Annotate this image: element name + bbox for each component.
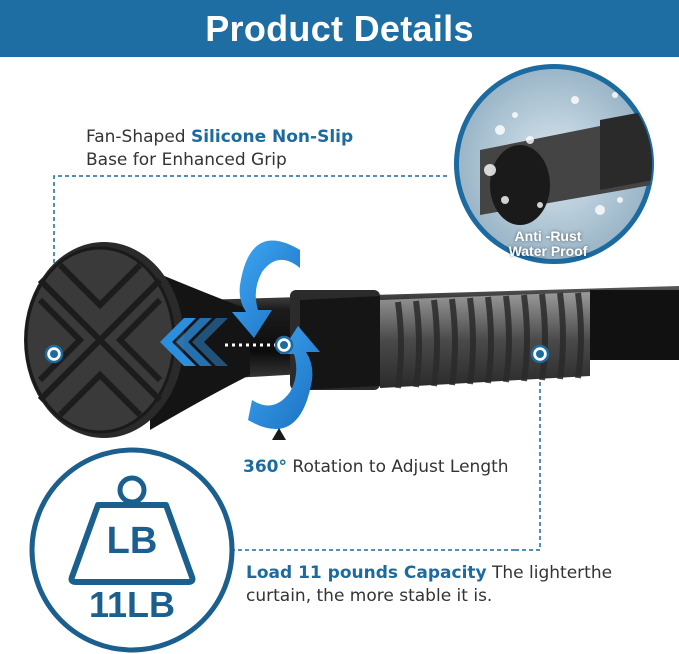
weight-capacity-icon — [29, 447, 235, 653]
callout-dots — [44, 335, 550, 364]
waterproof-detail-image — [454, 64, 654, 264]
callout-highlight: Load 11 pounds Capacity — [246, 563, 487, 583]
weight-capacity-label: 11LB — [88, 584, 176, 625]
callout-text: Fan-Shaped — [86, 127, 191, 147]
retract-arrows-icon — [160, 318, 280, 366]
badge-line-2: Water Proof — [508, 243, 588, 259]
callout-text: The lighterthe curtain, the more stable … — [246, 563, 613, 606]
silicone-base-callout: Fan-Shaped Silicone Non-Slip Base for En… — [86, 126, 426, 172]
rotation-callout: 360° Rotation to Adjust Length — [243, 456, 573, 479]
rotation-arrows-icon — [232, 240, 320, 429]
badge-line-1: Anti -Rust — [514, 228, 582, 244]
weight-unit-label: LB — [106, 520, 158, 562]
page-title: Product Details — [205, 7, 474, 49]
header-banner: Product Details — [0, 0, 679, 57]
tension-rod — [150, 270, 679, 430]
callout-highlight: 360° — [243, 457, 287, 477]
load-capacity-callout: Load 11 pounds Capacity The lighterthe c… — [246, 562, 646, 608]
anti-rust-badge: Anti -Rust Water Proof — [478, 229, 618, 259]
silicone-base-pad — [24, 242, 184, 438]
pointer-triangle-icon — [272, 428, 286, 440]
callout-text: Base for Enhanced Grip — [86, 150, 287, 170]
callout-text: Rotation to Adjust Length — [287, 457, 509, 477]
callout-highlight: Silicone Non-Slip — [190, 127, 354, 147]
